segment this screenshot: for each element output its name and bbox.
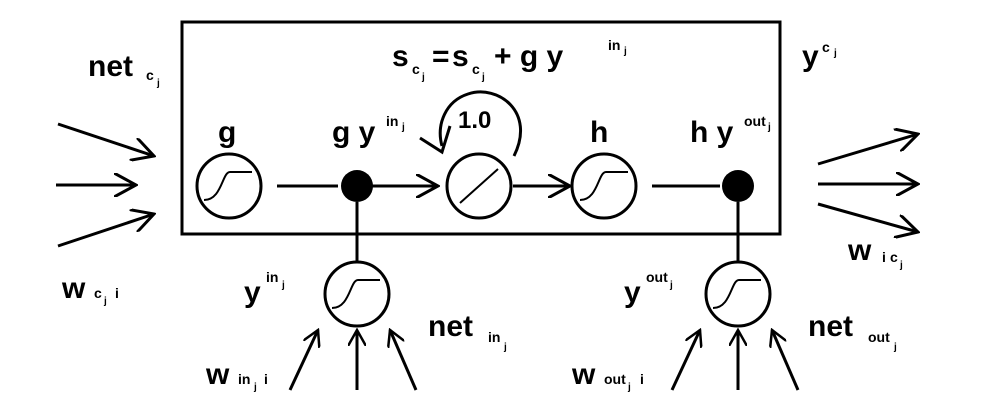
svg-text:in: in (488, 329, 500, 345)
svg-text:net: net (808, 310, 853, 343)
svg-text:c: c (822, 39, 830, 55)
svg-text:out: out (604, 371, 626, 387)
svg-text:c: c (94, 285, 102, 301)
svg-text:w: w (205, 358, 230, 391)
svg-text:h y: h y (690, 116, 734, 149)
net-c-label: net c j (88, 50, 160, 89)
svg-text:c: c (890, 249, 898, 265)
output-multiply-node (722, 170, 754, 202)
svg-text:j: j (767, 122, 771, 133)
net-out-label: net out j (808, 310, 897, 353)
svg-text:out: out (646, 269, 668, 285)
svg-text:j: j (503, 342, 507, 353)
h-y-out-label: h y out j (690, 113, 771, 149)
svg-text:j: j (103, 296, 107, 307)
svg-text:j: j (156, 78, 160, 89)
svg-text:j: j (253, 382, 257, 393)
g-y-in-label: g y in j (332, 113, 405, 149)
y-in-label: y in j (244, 269, 285, 309)
svg-text:in: in (386, 113, 398, 129)
svg-text:s: s (452, 40, 469, 73)
svg-text:c: c (412, 61, 420, 77)
svg-text:j: j (899, 260, 903, 271)
input-gate-sigmoid (323, 260, 391, 328)
net-in-label: net in j (428, 310, 507, 353)
self-loop-arrow (419, 90, 522, 157)
input-arrows (56, 122, 154, 248)
svg-text:j: j (893, 342, 897, 353)
svg-text:w: w (61, 272, 86, 305)
state-equation: s c j = s c j + g y in j (392, 37, 627, 83)
svg-text:g y: g y (332, 116, 376, 149)
h-label: h (590, 116, 608, 149)
svg-text:w: w (571, 358, 596, 391)
svg-text:j: j (481, 72, 485, 83)
svg-text:out: out (744, 113, 766, 129)
svg-text:i: i (115, 285, 119, 301)
svg-text:net: net (88, 50, 133, 83)
svg-text:y: y (802, 40, 819, 73)
output-arrows (817, 134, 918, 232)
w-in-j-i-label: w in j i (205, 358, 268, 393)
svg-text:=: = (432, 40, 450, 73)
self-loop-weight: 1.0 (458, 107, 491, 134)
svg-text:j: j (623, 46, 627, 57)
svg-text:y: y (624, 276, 641, 309)
svg-text:c: c (146, 67, 154, 83)
svg-text:i: i (882, 249, 886, 265)
svg-text:i: i (640, 371, 644, 387)
svg-text:j: j (401, 122, 405, 133)
h-sigmoid-unit (570, 152, 638, 220)
output-gate-arrows (670, 330, 800, 391)
svg-text:j: j (627, 382, 631, 393)
input-gate-arrows (288, 330, 418, 391)
svg-text:j: j (421, 72, 425, 83)
svg-text:j: j (669, 280, 673, 291)
svg-text:out: out (868, 329, 890, 345)
g-sigmoid-unit (195, 152, 263, 220)
svg-text:c: c (472, 61, 480, 77)
w-c-j-i-label: w c j i (61, 272, 119, 307)
w-i-c-j-label: w i c j (847, 234, 903, 271)
output-gate-sigmoid (704, 260, 772, 328)
svg-text:j: j (281, 280, 285, 291)
svg-text:net: net (428, 310, 473, 343)
svg-text:s: s (392, 40, 409, 73)
y-out-label: y out j (624, 269, 673, 309)
svg-text:in: in (266, 269, 278, 285)
svg-text:in: in (238, 371, 250, 387)
svg-text:j: j (833, 48, 837, 59)
y-c-label: y c j (802, 39, 837, 73)
input-multiply-node (341, 170, 373, 202)
svg-text:+ g y: + g y (494, 40, 564, 73)
cell-box (180, 20, 782, 236)
linear-state-unit (445, 152, 513, 220)
svg-text:y: y (244, 276, 261, 309)
w-out-j-i-label: w out j i (571, 358, 644, 393)
svg-text:w: w (847, 234, 872, 267)
svg-text:in: in (608, 37, 620, 53)
svg-text:i: i (264, 371, 268, 387)
g-label: g (218, 116, 236, 149)
